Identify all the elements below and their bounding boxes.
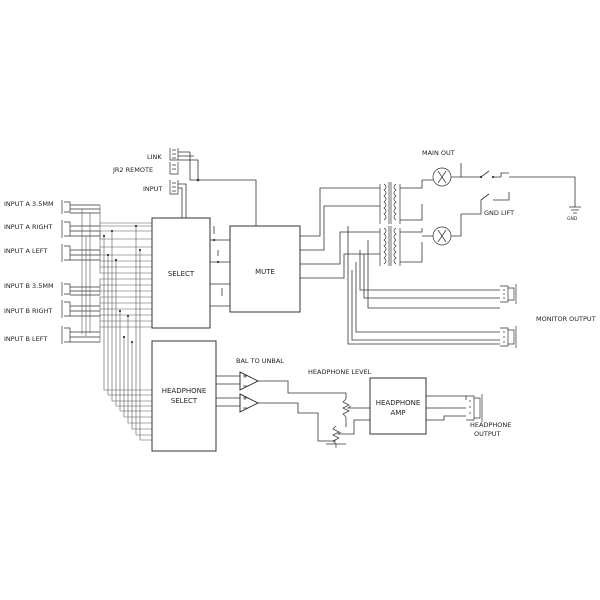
headphone-select-label-2: SELECT [171, 397, 198, 405]
label-input: INPUT [143, 185, 162, 193]
headphone-amp-block [369, 377, 427, 435]
label-main-out: MAIN OUT [422, 149, 455, 157]
transformer-upper [379, 180, 423, 224]
label-headphone-output-2: OUTPUT [474, 430, 501, 438]
label-input-a-left: INPUT A LEFT [4, 247, 47, 255]
ground-symbol [569, 206, 581, 214]
link-connector [169, 148, 179, 161]
headphone-level-pot-lower [332, 425, 342, 448]
input-wiring [81, 205, 152, 441]
main-out-xlr-upper [422, 163, 462, 187]
jr2-remote-connector [169, 162, 179, 175]
headphone-amp-label-2: AMP [390, 409, 405, 417]
label-gnd-lift: GND LIFT [484, 209, 514, 217]
label-input-a-right: INPUT A RIGHT [4, 223, 52, 231]
mute-block [229, 225, 301, 313]
label-input-b-35mm: INPUT B 3.5MM [4, 282, 54, 290]
bal-to-unbal-amp-upper [239, 371, 260, 391]
input-a-left-jack [61, 244, 100, 262]
headphone-select-block [151, 340, 217, 452]
main-out-xlr-lower [422, 214, 462, 246]
label-gnd: GND [567, 216, 578, 222]
monitor-output-jack-lower [500, 326, 517, 348]
label-link: LINK [147, 153, 162, 161]
input-connector [169, 180, 179, 195]
input-a-35mm-jack [61, 200, 100, 214]
amps-to-level-wires [258, 380, 347, 442]
label-monitor-output: MONITOR OUTPUT [536, 315, 596, 323]
input-control-wire [178, 179, 257, 226]
select-to-mute-wires [210, 226, 230, 307]
headphone-output-jack [466, 394, 483, 422]
label-input-b-left: INPUT B LEFT [4, 335, 47, 343]
monitor-output-jack-upper [500, 284, 517, 304]
label-headphone-output-1: HEADPHONE [470, 421, 511, 429]
mute-label: MUTE [255, 268, 275, 276]
input-b-right-jack [61, 300, 100, 318]
label-jr2-remote: JR2 REMOTE [112, 166, 153, 174]
hp-select-to-amps-wires [216, 375, 240, 407]
headphone-level-pot-upper [342, 398, 352, 423]
pots-to-amp-wires [326, 407, 370, 445]
label-input-b-right: INPUT B RIGHT [4, 307, 52, 315]
link-wire [178, 151, 199, 181]
input-b-left-jack [61, 326, 100, 344]
label-headphone-level: HEADPHONE LEVEL [308, 368, 372, 376]
headphone-select-label-1: HEADPHONE [162, 387, 207, 395]
bal-to-unbal-amp-lower [239, 393, 260, 413]
select-label: SELECT [168, 270, 195, 278]
mute-to-transformer-wires [300, 187, 380, 279]
amp-to-headphone-jack-wires [426, 395, 467, 421]
select-block [151, 217, 211, 329]
input-b-35mm-jack [61, 282, 100, 296]
gnd-lift-switch [461, 170, 576, 215]
label-input-a-35mm: INPUT A 3.5MM [4, 200, 54, 208]
headphone-amp-label-1: HEADPHONE [376, 399, 421, 407]
monitor-feed-wires [347, 226, 500, 345]
label-bal-to-unbal: BAL TO UNBAL [236, 357, 284, 365]
transformer-lower [379, 226, 423, 266]
input-a-right-jack [61, 220, 100, 238]
